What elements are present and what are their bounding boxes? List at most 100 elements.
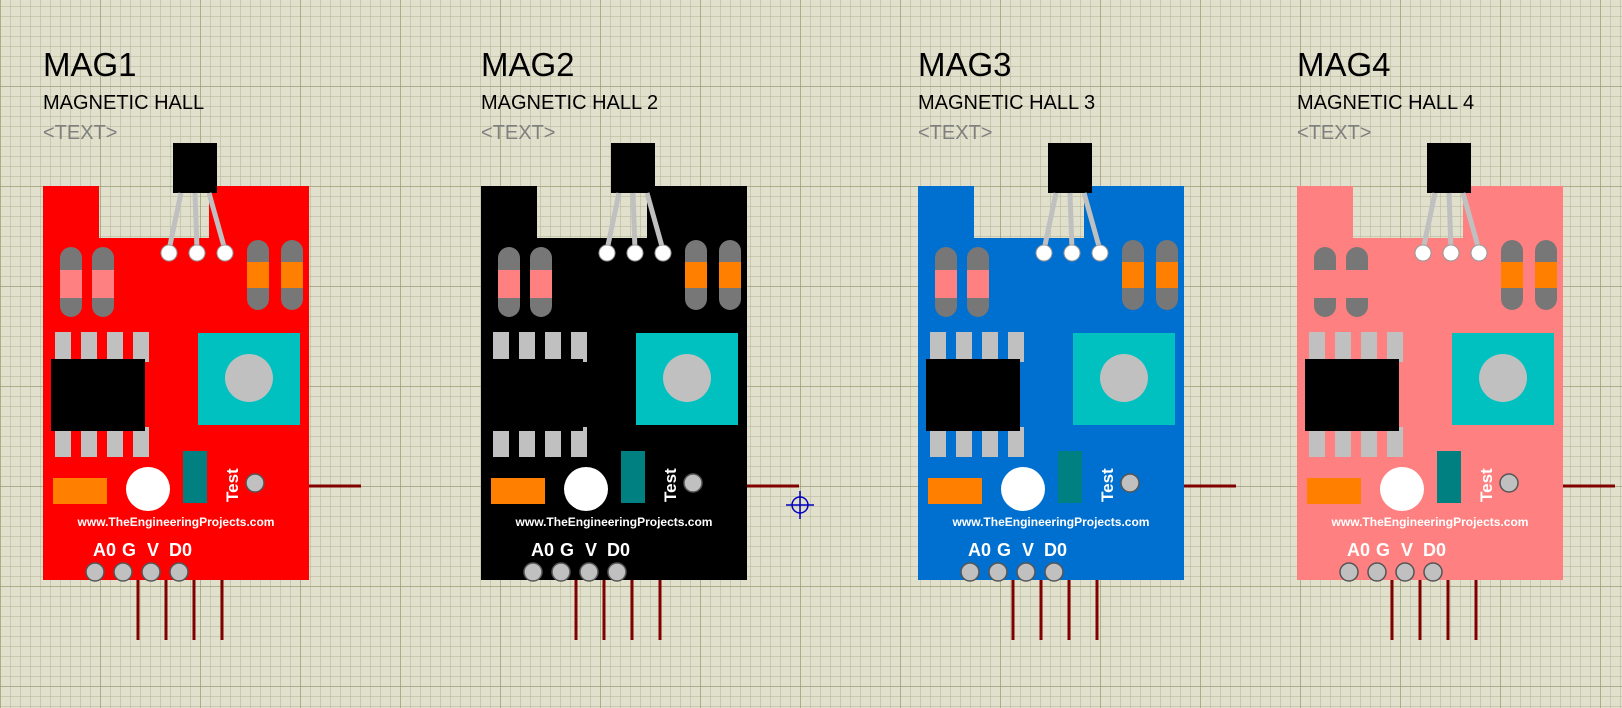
component-value[interactable]: MAGNETIC HALL 2 bbox=[481, 92, 659, 114]
ic-leg bbox=[1008, 332, 1024, 362]
signal-pin bbox=[141, 562, 161, 582]
component-text-placeholder[interactable]: <TEXT> bbox=[1297, 122, 1372, 144]
resistor-band bbox=[935, 270, 957, 298]
component-value[interactable]: MAGNETIC HALL 4 bbox=[1297, 92, 1475, 114]
ic-leg bbox=[930, 332, 946, 362]
pin-label: A0 bbox=[968, 540, 991, 560]
ic-leg bbox=[956, 427, 972, 457]
resistor-band bbox=[1501, 262, 1523, 288]
signal-pin bbox=[1044, 562, 1064, 582]
watermark-text: www.TheEngineeringProjects.com bbox=[515, 515, 713, 529]
ic-leg bbox=[982, 427, 998, 457]
led bbox=[1380, 467, 1424, 511]
ic-leg bbox=[493, 332, 509, 362]
ic-leg bbox=[1387, 332, 1403, 362]
resistor-band bbox=[685, 262, 707, 288]
solder-pad bbox=[216, 244, 234, 262]
resistor-band bbox=[498, 270, 520, 298]
signal-pin bbox=[988, 562, 1008, 582]
component-value[interactable]: MAGNETIC HALL 3 bbox=[918, 92, 1096, 114]
origin-crosshair-icon bbox=[786, 491, 814, 519]
led bbox=[1001, 467, 1045, 511]
pin-label: D0 bbox=[1423, 540, 1446, 560]
potentiometer-knob bbox=[1479, 354, 1527, 402]
ic-leg bbox=[545, 427, 561, 457]
test-label: Test bbox=[223, 468, 242, 502]
hall-sensor-leg bbox=[192, 192, 200, 251]
potentiometer-knob bbox=[663, 354, 711, 402]
ic-leg bbox=[956, 332, 972, 362]
pin-label: V bbox=[1022, 540, 1034, 560]
resistor-band bbox=[719, 262, 741, 288]
solder-pad bbox=[1063, 244, 1081, 262]
resistor-band bbox=[1156, 262, 1178, 288]
component-value[interactable]: MAGNETIC HALL bbox=[43, 92, 205, 114]
hall-sensor-leg bbox=[1041, 192, 1059, 251]
signal-pin bbox=[1367, 562, 1387, 582]
potentiometer-knob bbox=[225, 354, 273, 402]
component-text-placeholder[interactable]: <TEXT> bbox=[918, 122, 993, 144]
ic-leg bbox=[571, 332, 587, 362]
ic-leg bbox=[55, 427, 71, 457]
solder-pad bbox=[1091, 244, 1109, 262]
hall-sensor-leg bbox=[1067, 192, 1075, 251]
solder-pad bbox=[1035, 244, 1053, 262]
component-reference[interactable]: MAG2 bbox=[481, 46, 575, 83]
signal-pin bbox=[169, 562, 189, 582]
hall-sensor-leg bbox=[1460, 192, 1482, 251]
capacitor bbox=[1058, 451, 1082, 503]
ic-chip bbox=[926, 359, 1020, 431]
solder-pad bbox=[654, 244, 672, 262]
resistor-band bbox=[281, 262, 303, 288]
pin-label: V bbox=[147, 540, 159, 560]
component-text-placeholder[interactable]: <TEXT> bbox=[481, 122, 556, 144]
ic-leg bbox=[133, 427, 149, 457]
component-reference[interactable]: MAG3 bbox=[918, 46, 1012, 83]
component-reference[interactable]: MAG4 bbox=[1297, 46, 1391, 83]
resistor-band bbox=[1122, 262, 1144, 288]
component-reference[interactable]: MAG1 bbox=[43, 46, 137, 83]
resistor-band bbox=[1346, 270, 1368, 298]
capacitor bbox=[621, 451, 645, 503]
test-label: Test bbox=[661, 468, 680, 502]
ic-leg bbox=[81, 332, 97, 362]
ic-leg bbox=[571, 427, 587, 457]
ic-leg bbox=[133, 332, 149, 362]
signal-pin bbox=[607, 562, 627, 582]
resistor-band bbox=[967, 270, 989, 298]
signal-pin bbox=[113, 562, 133, 582]
solder-pad bbox=[160, 244, 178, 262]
hall-sensor-body bbox=[611, 143, 655, 193]
test-pin bbox=[1499, 473, 1519, 493]
ic-leg bbox=[55, 332, 71, 362]
ic-leg bbox=[1008, 427, 1024, 457]
hall-sensor-leg bbox=[1081, 192, 1103, 251]
signal-pin bbox=[1339, 562, 1359, 582]
ic-leg bbox=[1361, 332, 1377, 362]
capacitor bbox=[1437, 451, 1461, 503]
component-text-placeholder[interactable]: <TEXT> bbox=[43, 122, 118, 144]
component-mag2[interactable]: MAG2 MAGNETIC HALL 2 <TEXT> Test www.TheE… bbox=[481, 0, 811, 708]
hall-sensor-leg bbox=[1446, 192, 1454, 251]
ic-chip bbox=[1305, 359, 1399, 431]
hall-sensor-leg bbox=[604, 192, 622, 251]
solder-pad bbox=[626, 244, 644, 262]
smd-resistor bbox=[53, 478, 107, 504]
solder-pad bbox=[1442, 244, 1460, 262]
led bbox=[564, 467, 608, 511]
hall-sensor-body bbox=[173, 143, 217, 193]
test-pin bbox=[683, 473, 703, 493]
ic-leg bbox=[930, 427, 946, 457]
hall-sensor-body bbox=[1427, 143, 1471, 193]
potentiometer-knob bbox=[1100, 354, 1148, 402]
pin-label: A0 bbox=[93, 540, 116, 560]
signal-pin bbox=[523, 562, 543, 582]
signal-pin bbox=[960, 562, 980, 582]
